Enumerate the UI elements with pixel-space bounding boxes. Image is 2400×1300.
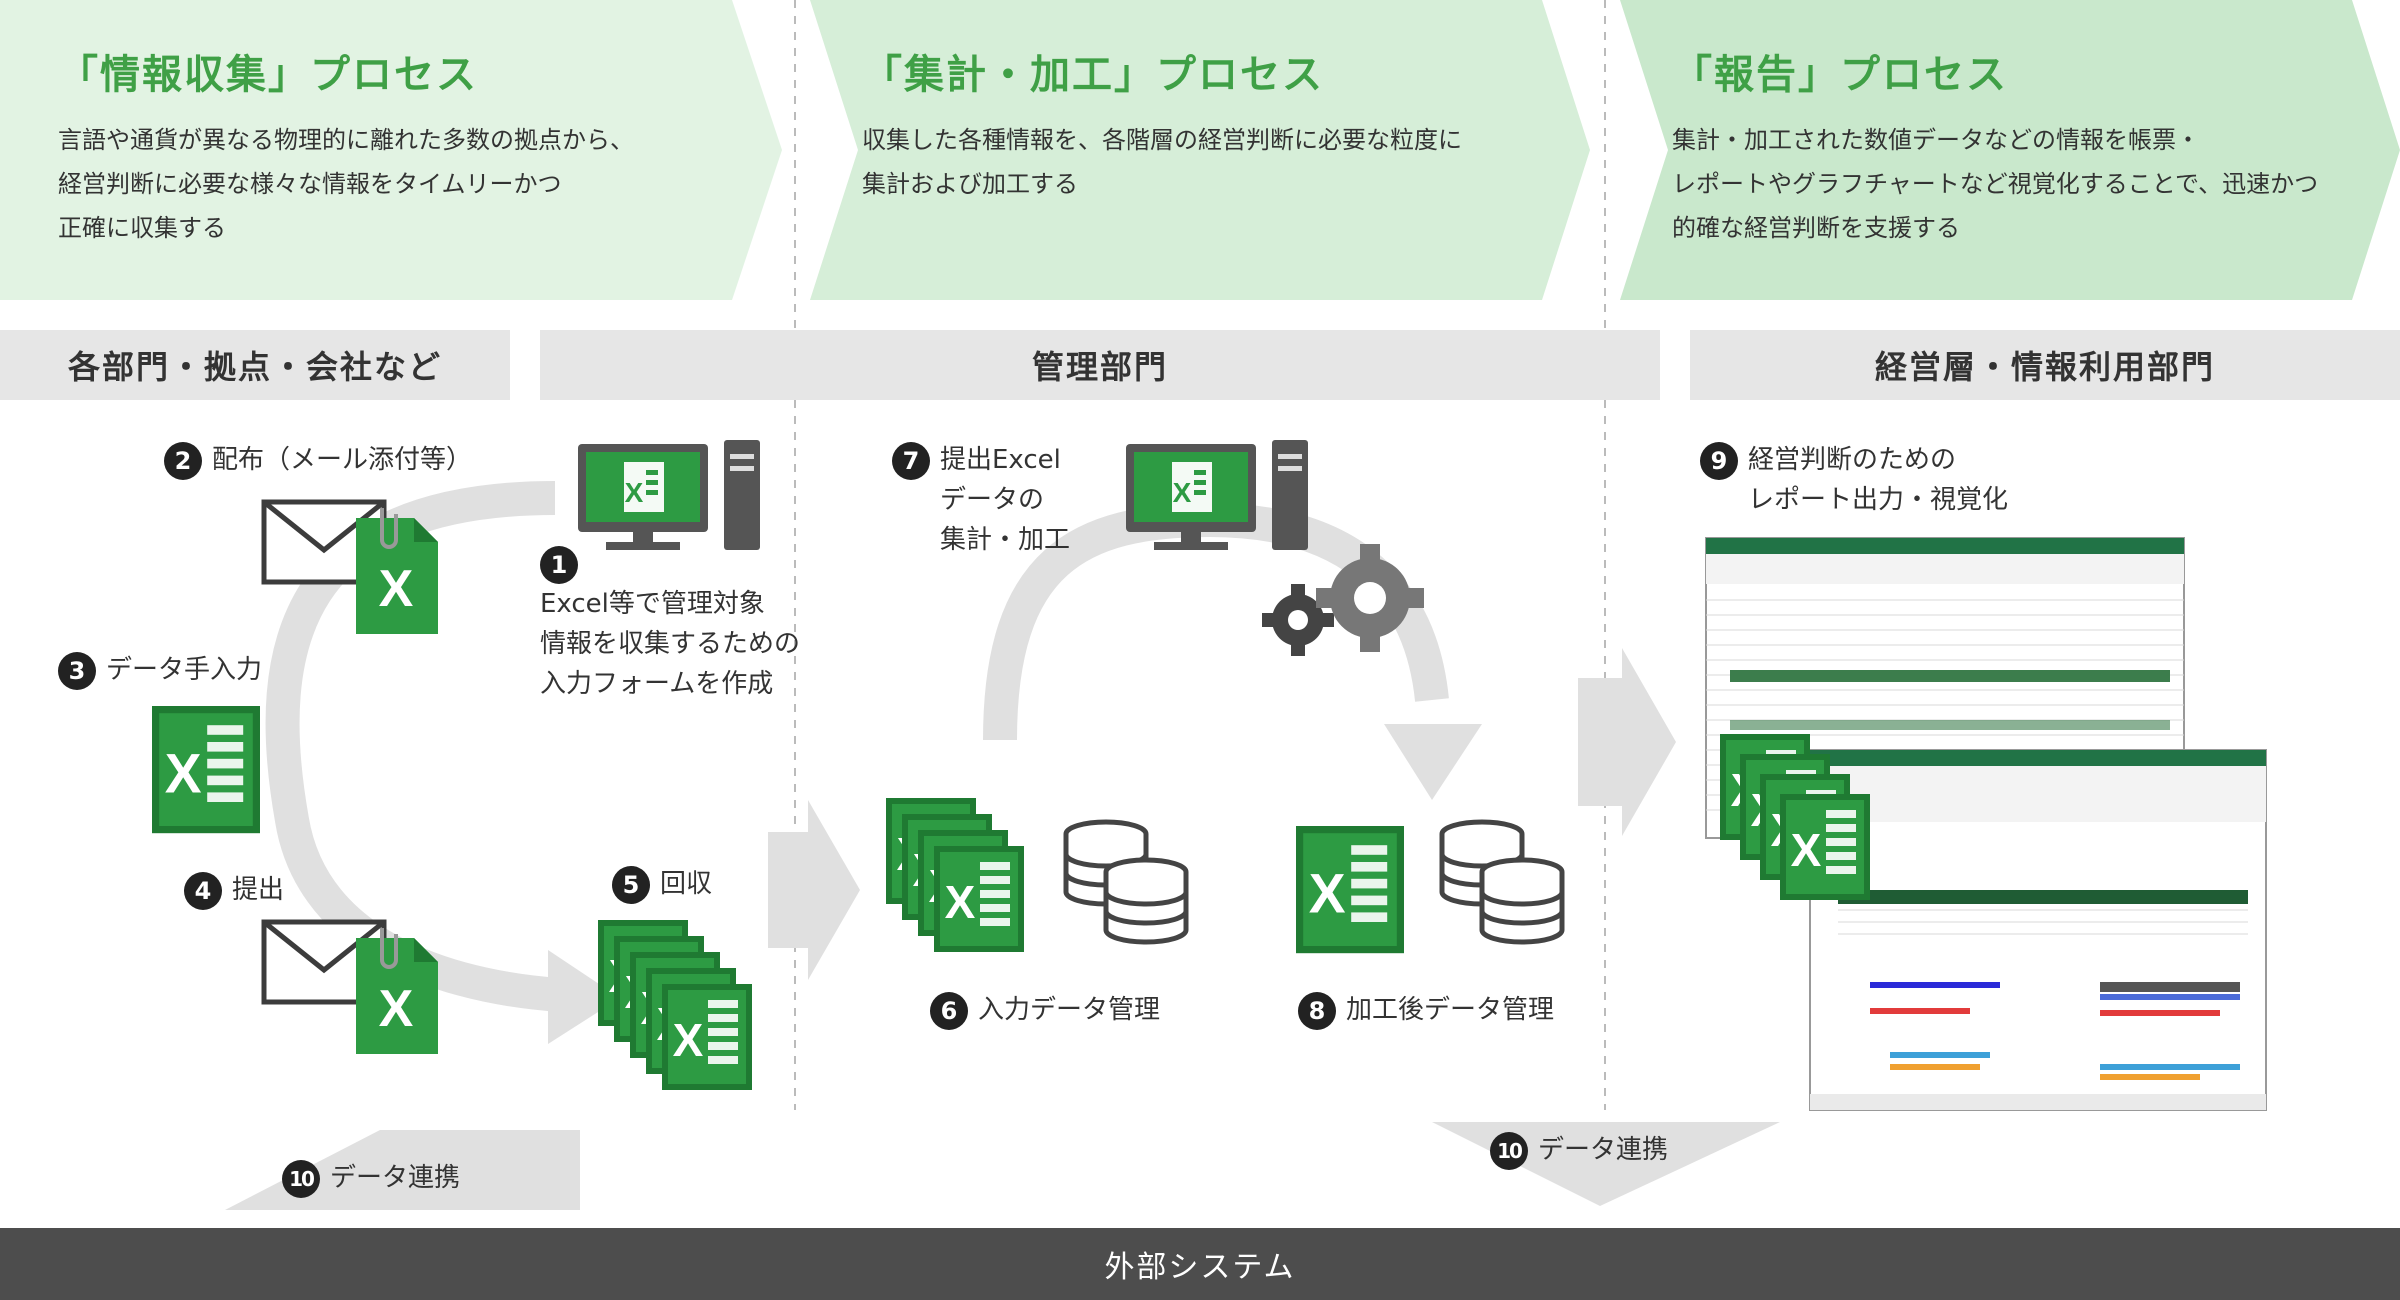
phase-title: 「情報収集」プロセス [58, 52, 478, 98]
phase-banner-report [1620, 0, 2400, 300]
phase-title: 「報告」プロセス [1672, 52, 2008, 98]
phase-aggregate: 「集計・加工」プロセス 収集した各種情報を、各階層の経営判断に必要な粒度に 集計… [810, 0, 1590, 300]
phase-banner-aggregate [810, 0, 1590, 300]
excel-icon-manual-input [152, 706, 260, 834]
step-number-badge: 1 [540, 545, 578, 584]
step-number-badge: 4 [184, 871, 222, 910]
phase-description: 言語や通貨が異なる物理的に離れた多数の拠点から、 経営判断に必要な様々な情報をタ… [58, 126, 634, 242]
email-attachment-icon [264, 502, 438, 634]
report-screenshot-front [1809, 749, 2267, 1111]
arrow-to-report [1578, 648, 1676, 836]
step-number-badge: 5 [612, 865, 650, 904]
step-number-badge: 10 [282, 1159, 320, 1198]
email-submit-icon [264, 922, 438, 1054]
phase-collect: 「情報収集」プロセス 言語や通貨が異なる物理的に離れた多数の拠点から、 経営判断… [0, 0, 760, 300]
phase-description: 収集した各種情報を、各階層の経営判断に必要な粒度に 集計および加工する [862, 126, 1462, 198]
step-number-badge: 9 [1700, 441, 1738, 480]
step-number-badge: 2 [164, 441, 202, 480]
step-number-badge: 7 [892, 441, 930, 480]
step-number-badge: 10 [1490, 1131, 1528, 1170]
phase-banner-collect [0, 0, 782, 300]
dept-management: 管理部門 [540, 330, 1660, 400]
phase-report: 「報告」プロセス 集計・加工された数値データなどの情報を帳票・ レポートやグラフ… [1620, 0, 2400, 300]
step-number-badge: 3 [58, 651, 96, 690]
phase-title: 「集計・加工」プロセス [862, 52, 1324, 98]
excel-stack-input-data [886, 798, 1024, 952]
step-number-badge: 8 [1298, 991, 1336, 1030]
dept-executives: 経営層・情報利用部門 [1690, 330, 2400, 400]
excel-icon-processed [1296, 826, 1404, 954]
gear-icon [1262, 584, 1334, 656]
external-system-bar: 外部システム [0, 1228, 2400, 1300]
gear-icon-large [1316, 544, 1424, 652]
step-1-label: 1 Excel等で管理対象 情報を収集するための 入力フォームを作成 [540, 544, 800, 704]
computer-icon-form [578, 440, 760, 550]
arrow-to-aggregate [768, 800, 860, 980]
phase-description: 集計・加工された数値データなどの情報を帳票・ レポートやグラフチャートなど視覚化… [1672, 126, 2319, 242]
dept-branches: 各部門・拠点・会社など [0, 330, 510, 400]
excel-stack-collected [598, 920, 752, 1090]
step-number-badge: 6 [930, 991, 968, 1030]
